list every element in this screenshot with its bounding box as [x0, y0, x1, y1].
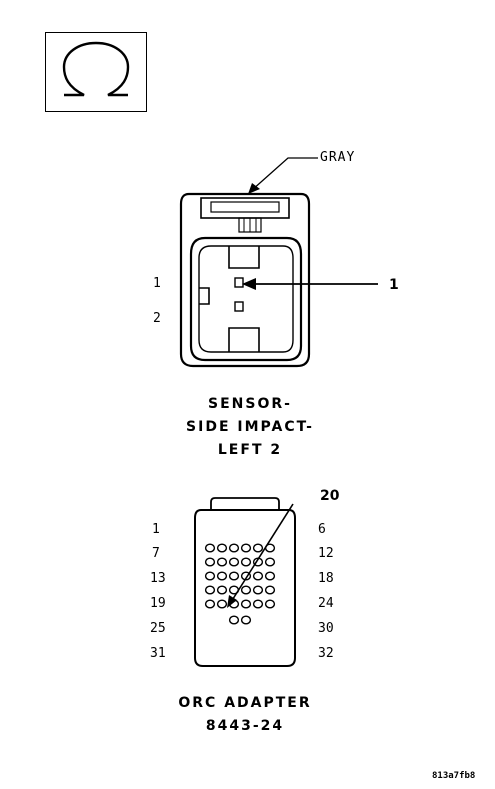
gray-leader-line	[248, 157, 318, 194]
pin-cavity	[264, 557, 276, 567]
orc-adapter-connector-face	[194, 497, 296, 667]
pin-cavity	[240, 557, 252, 567]
sensor-connector-face	[179, 192, 311, 368]
sensor-pin-label: 2	[153, 311, 161, 326]
pin-cavity	[228, 615, 240, 625]
pin-cavity	[240, 585, 252, 595]
ohm-symbol-box	[45, 32, 147, 112]
orc-left-pin-label: 19	[150, 596, 166, 611]
orc-right-pin-label: 18	[318, 571, 334, 586]
orc-right-pin-label: 24	[318, 596, 334, 611]
pin-cavity	[228, 571, 240, 581]
sensor-callout-number: 1	[389, 277, 399, 293]
pin-cavity	[252, 571, 264, 581]
pin-cavity	[264, 599, 276, 609]
orc-title: ORC ADAPTER 8443-24	[150, 692, 340, 738]
pin-cavity	[240, 615, 252, 625]
orc-title-line: ORC ADAPTER	[178, 695, 312, 711]
pin-cavity	[228, 543, 240, 553]
pin-cavity	[216, 543, 228, 553]
pin-cavity	[240, 571, 252, 581]
sensor-title-line: LEFT 2	[217, 442, 283, 458]
pin-cavity	[240, 599, 252, 609]
orc-callout-number: 20	[320, 488, 340, 504]
pin-cavity	[204, 557, 216, 567]
pin-cavity	[240, 543, 252, 553]
pin-cavity	[204, 599, 216, 609]
orc-left-pin-label: 25	[150, 621, 166, 636]
figure-code: 813a7fb8	[432, 771, 476, 781]
ohm-icon	[62, 41, 130, 97]
pin-cavity	[204, 543, 216, 553]
sensor-callout-arrow	[242, 278, 378, 290]
orc-left-pin-label: 1	[152, 522, 160, 537]
pin-cavity	[228, 557, 240, 567]
pin-cavity	[264, 571, 276, 581]
wire-color-label: GRAY	[320, 150, 356, 165]
orc-left-pin-label: 7	[152, 546, 160, 561]
orc-right-pin-label: 12	[318, 546, 334, 561]
sensor-title: SENSOR- SIDE IMPACT- LEFT 2	[160, 393, 340, 462]
pin-cavity	[252, 585, 264, 595]
pin-cavity	[252, 599, 264, 609]
pin-cavity	[204, 571, 216, 581]
pin-cavity	[216, 571, 228, 581]
sensor-pin-label: 1	[153, 276, 161, 291]
pin-cavity	[216, 585, 228, 595]
pin-cavity	[252, 543, 264, 553]
sensor-title-line: SENSOR-	[208, 396, 292, 412]
orc-right-pin-label: 30	[318, 621, 334, 636]
pin-cavity	[216, 557, 228, 567]
orc-title-line: 8443-24	[205, 718, 285, 734]
orc-left-pin-label: 31	[150, 646, 166, 661]
orc-left-pin-label: 13	[150, 571, 166, 586]
orc-right-pin-label: 32	[318, 646, 334, 661]
pin-cavity	[264, 585, 276, 595]
pin-cavity	[204, 585, 216, 595]
orc-right-pin-label: 6	[318, 522, 326, 537]
pin-cavity	[216, 599, 228, 609]
sensor-title-line: SIDE IMPACT-	[186, 419, 314, 435]
